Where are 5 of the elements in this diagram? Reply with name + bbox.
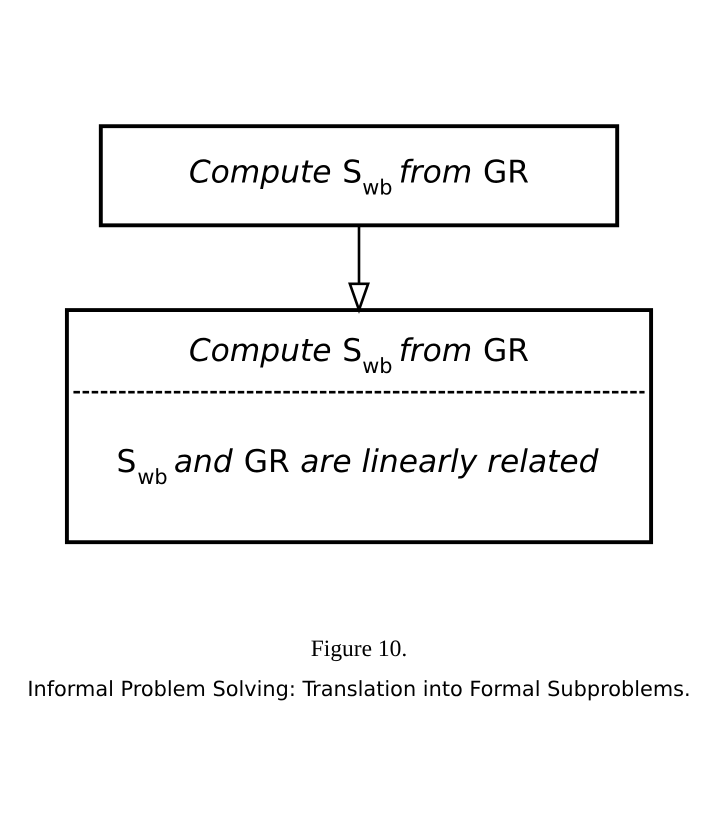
node-box: Compute S$_{wb}$ from GR [98, 124, 620, 227]
arrow [348, 224, 370, 314]
node-box: Compute S$_{wb}$ from GR S$_{wb}$ and GR are linearly related [64, 308, 654, 544]
caption: Informal Problem Solving: Translation into Formal Subproblems. [27, 676, 691, 700]
label: Figure 10. [310, 636, 408, 662]
